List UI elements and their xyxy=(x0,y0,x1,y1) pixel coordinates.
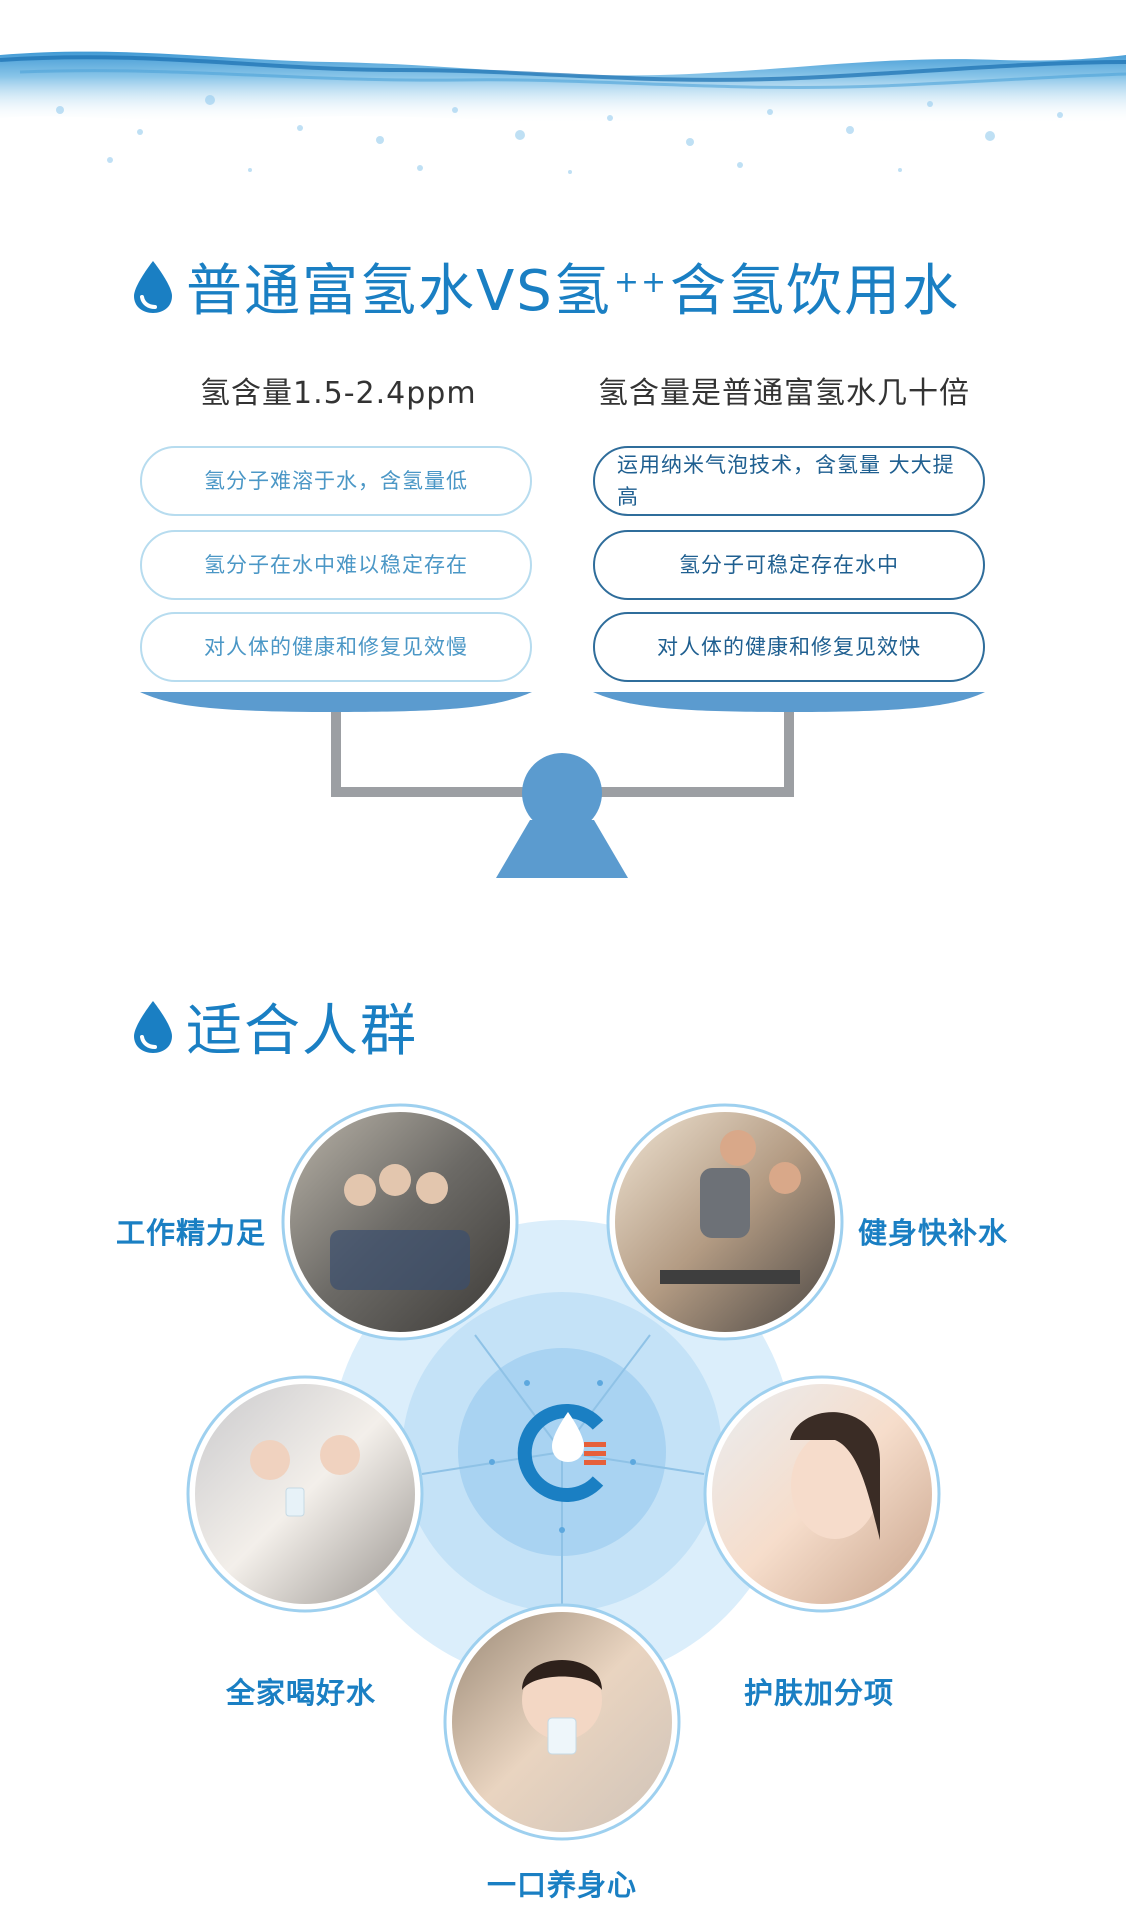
group-label-fitness: 健身快补水 xyxy=(858,1216,1009,1250)
left-item: 氢分子难溶于水，含氢量低 xyxy=(140,446,532,516)
group-label-skincare: 护肤加分项 xyxy=(744,1676,895,1710)
section-title-text: 适合人群 xyxy=(186,999,418,1064)
left-item: 氢分子在水中难以稳定存在 xyxy=(140,530,532,600)
section-title-text: 普通富氢水VS氢++含氢饮用水 xyxy=(186,259,961,324)
h2-logo-icon xyxy=(517,1404,606,1502)
water-banner xyxy=(0,51,1126,174)
group-label-family: 全家喝好水 xyxy=(226,1676,377,1710)
section-title-audience: 适合人群 xyxy=(130,986,418,1067)
left-item: 对人体的健康和修复见效慢 xyxy=(140,612,532,682)
photo-child xyxy=(443,1603,681,1841)
left-column-header: 氢含量1.5-2.4ppm xyxy=(200,376,477,411)
water-drop-icon xyxy=(134,260,172,313)
group-label-work: 工作精力足 xyxy=(116,1216,267,1250)
right-item: 氢分子可稳定存在水中 xyxy=(593,530,985,600)
photo-skincare xyxy=(703,1375,941,1613)
photo-family xyxy=(186,1375,424,1613)
photo-work xyxy=(281,1103,519,1341)
right-column-header: 氢含量是普通富氢水几十倍 xyxy=(598,376,970,411)
audience-diagram xyxy=(186,1103,941,1841)
water-drop-icon xyxy=(134,1000,172,1053)
group-label-wellbeing: 一口养身心 xyxy=(487,1868,638,1902)
right-item: 运用纳米气泡技术，含氢量 大大提高 xyxy=(593,446,985,516)
photo-fitness xyxy=(606,1103,844,1341)
right-item: 对人体的健康和修复见效快 xyxy=(593,612,985,682)
balance-scale-graphic xyxy=(140,692,985,878)
section-title-comparison: 普通富氢水VS氢++含氢饮用水 xyxy=(130,246,960,327)
